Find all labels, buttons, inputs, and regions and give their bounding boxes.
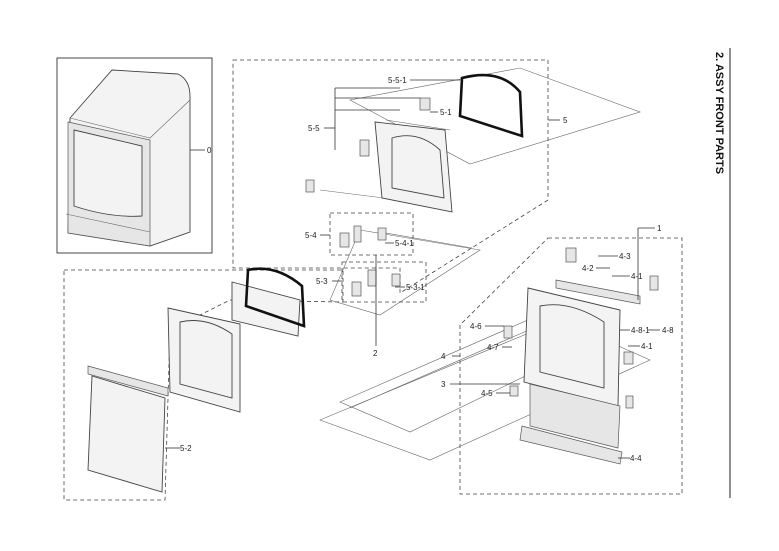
leader-lines	[165, 79, 660, 459]
callout-5-3-1: 5-3-1	[406, 283, 425, 292]
front-panel-assy-drawing	[305, 97, 453, 213]
callout-5-4: 5-4	[305, 231, 317, 240]
callout-5: 5	[563, 116, 568, 125]
callout-4-5: 4-5	[481, 389, 493, 398]
callout-4-8-1: 4-8-1	[631, 326, 650, 335]
section-title: 2. ASSY FRONT PARTS	[713, 52, 725, 174]
callout-2: 2	[373, 349, 378, 358]
callout-4: 4	[441, 352, 446, 361]
box-complete-unit	[56, 57, 213, 254]
region-5-outline	[232, 59, 549, 294]
callout-4-2: 4-2	[582, 264, 594, 273]
callout-5-1: 5-1	[440, 108, 452, 117]
callout-0: 0	[207, 146, 212, 155]
callout-4-7: 4-7	[487, 343, 499, 352]
front-frame-drawing	[503, 247, 659, 465]
callout-1: 1	[657, 224, 662, 233]
region-4-outline	[459, 237, 683, 495]
callout-4-6: 4-6	[470, 322, 482, 331]
door-assy-drawing	[87, 267, 306, 493]
callout-4-4: 4-4	[630, 454, 642, 463]
box-5-3	[341, 261, 427, 303]
callout-3: 3	[441, 380, 446, 389]
callout-4-1: 4-1	[631, 272, 643, 281]
callout-5-5: 5-5	[308, 124, 320, 133]
callout-5-2: 5-2	[180, 444, 192, 453]
dryer-cabinet-drawing	[65, 69, 191, 247]
part-5-4-drawing	[339, 225, 387, 248]
callout-5-5-1: 5-5-1	[388, 76, 407, 85]
door-seal-ring	[458, 73, 524, 138]
callout-5-3: 5-3	[316, 277, 328, 286]
callout-5-4-1: 5-4-1	[395, 239, 414, 248]
callout-4-8: 4-8	[662, 326, 674, 335]
callout-4-3: 4-3	[619, 252, 631, 261]
callout-4-1-lower: 4-1	[641, 342, 653, 351]
